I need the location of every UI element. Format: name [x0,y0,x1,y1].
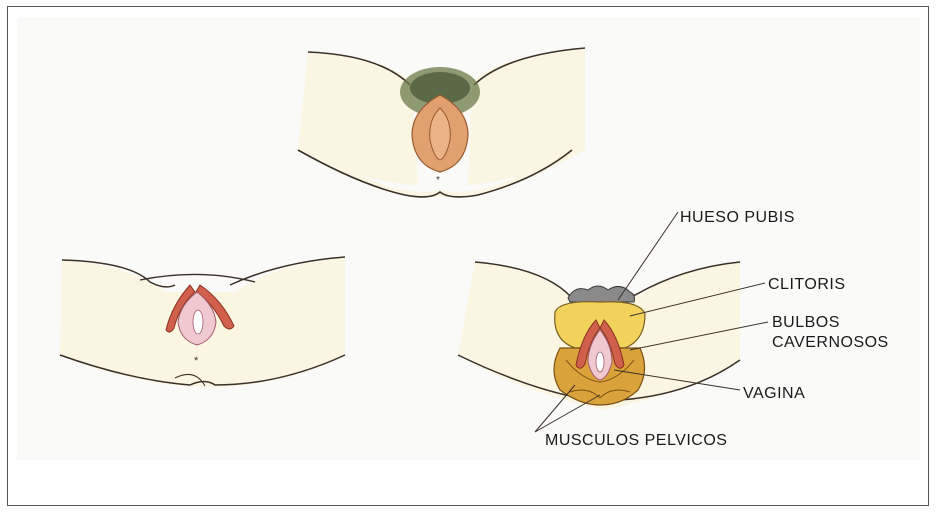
left-opening [193,310,203,334]
label-bulbos: BULBOS [772,314,840,331]
left-anus-mark: * [194,355,199,367]
vagina-opening [596,352,604,372]
right-pubic-hair [568,286,635,302]
label-cavernosos: CAVERNOSOS [772,334,889,351]
label-vagina: VAGINA [743,385,805,402]
label-musculos-pelvicos: MUSCULOS PELVICOS [545,432,727,449]
label-clitoris: CLITORIS [768,276,846,293]
label-hueso-pubis: HUESO PUBIS [680,209,795,226]
top-anus-mark: * [436,175,440,186]
figure-internal-anatomy [458,212,768,432]
figure-external-view: * [298,48,585,198]
figure-labia-parted: * [60,257,345,388]
